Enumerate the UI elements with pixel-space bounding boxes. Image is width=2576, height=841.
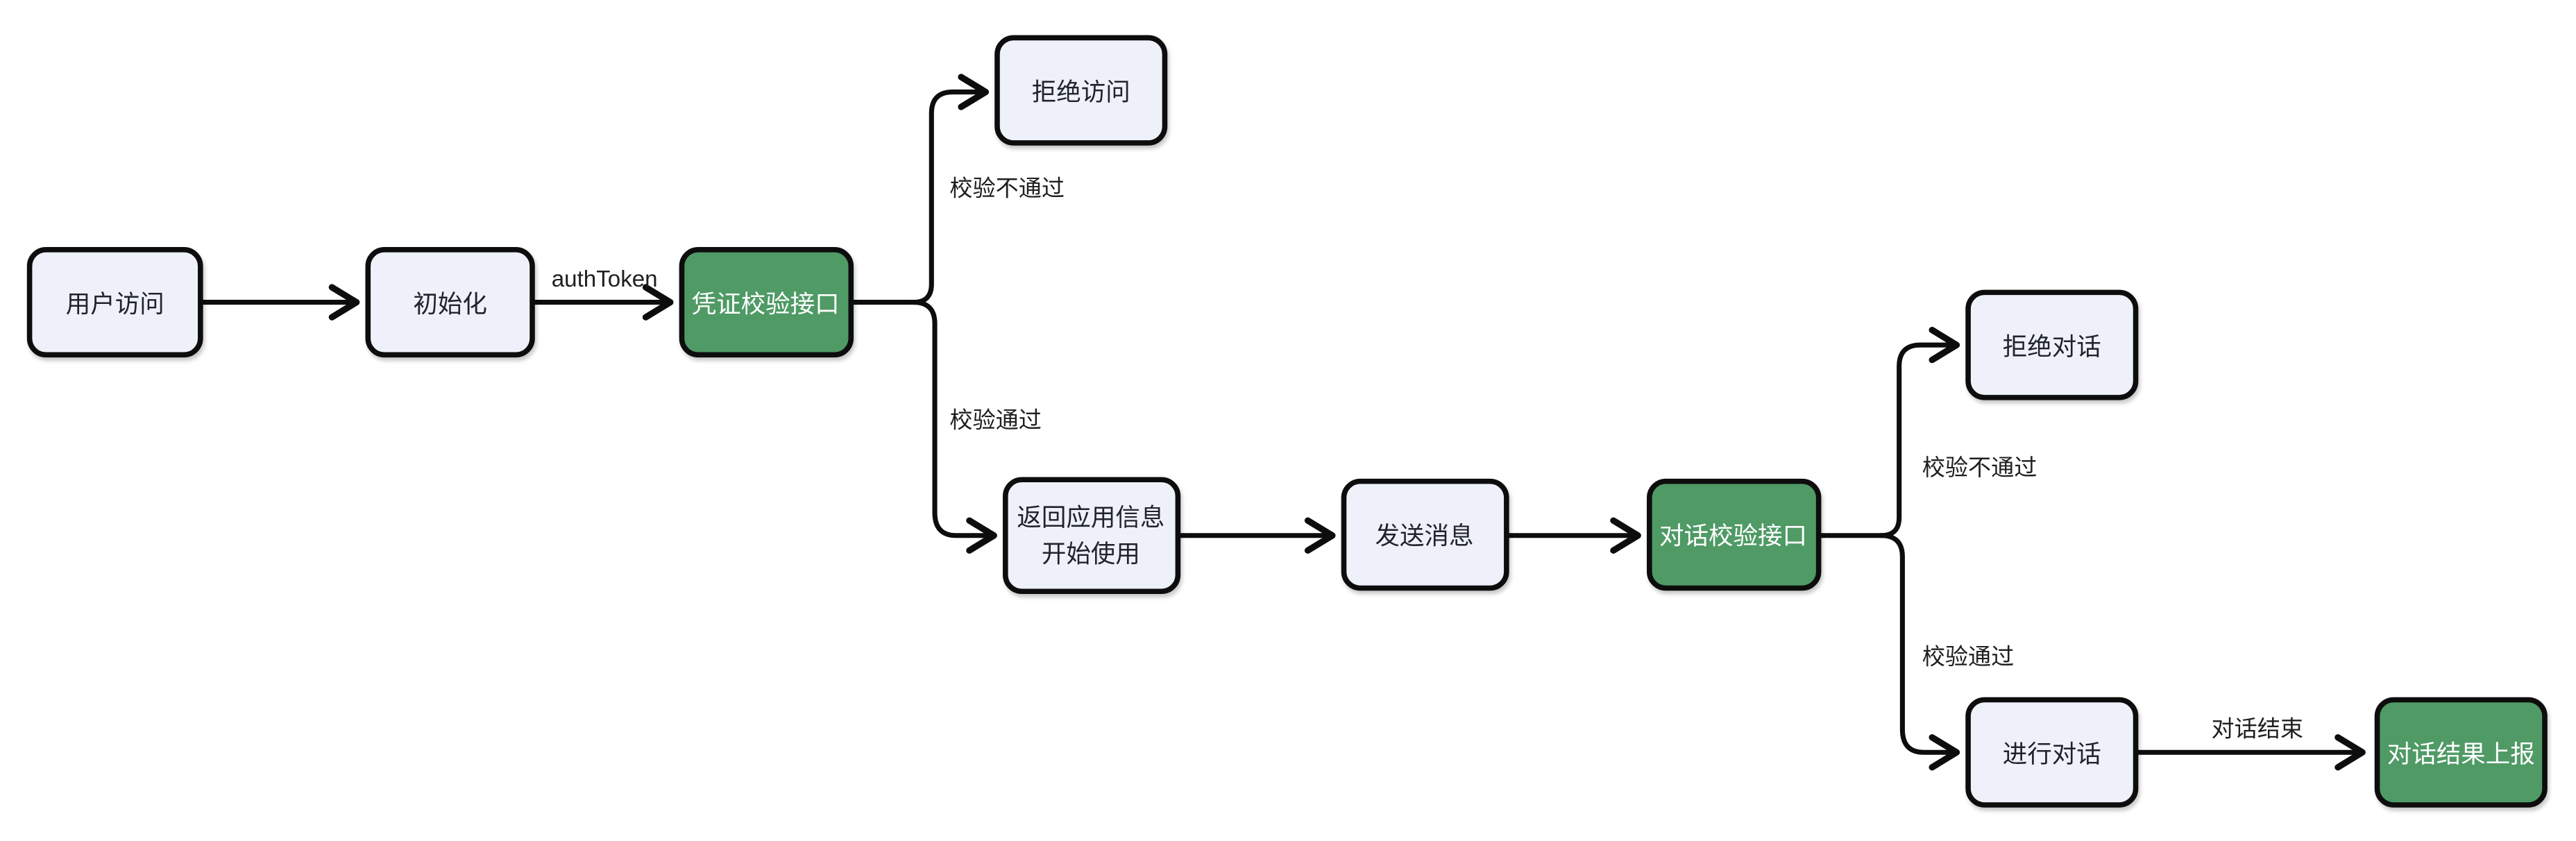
node-dialog-check-api-box: [1647, 478, 1822, 591]
node-report-dialog-result-box: [2374, 697, 2548, 808]
node-init: 初始化: [365, 247, 535, 358]
node-report-dialog-result-label: 对话结果上报: [2387, 740, 2535, 768]
node-init-label: 初始化: [413, 290, 487, 318]
node-deny-dialog: 拒绝对话: [1965, 289, 2139, 400]
node-deny-dialog-label: 拒绝对话: [2003, 333, 2101, 361]
node-user-access-box: [26, 247, 203, 358]
node-return-app-info: 返回应用信息 开始使用: [1003, 477, 1181, 595]
edge-label-credential-pass: 校验通过: [949, 408, 1042, 434]
node-send-message: 发送消息: [1341, 478, 1509, 591]
node-return-app-info-box: [1003, 477, 1181, 595]
node-send-message-label: 发送消息: [1375, 522, 1473, 550]
node-init-box: [365, 247, 535, 358]
node-user-access-label: 用户访问: [66, 290, 164, 318]
node-credential-check-api: 凭证校验接口: [679, 247, 854, 358]
node-credential-check-api-label: 凭证校验接口: [692, 290, 840, 318]
node-return-app-info-label-line2: 开始使用: [1042, 540, 1140, 568]
edge-label-dialog-fail: 校验不通过: [1922, 455, 2037, 481]
node-do-dialog-label: 进行对话: [2003, 740, 2101, 768]
node-user-access: 用户访问: [26, 247, 203, 358]
node-send-message-box: [1341, 478, 1509, 591]
node-report-dialog-result: 对话结果上报: [2374, 697, 2548, 808]
node-deny-access-label: 拒绝访问: [1032, 78, 1130, 106]
edge-label-credential-fail: 校验不通过: [949, 176, 1065, 202]
node-deny-dialog-box: [1965, 289, 2139, 400]
edge-label-authtoken: authToken: [552, 266, 658, 292]
node-do-dialog-box: [1965, 697, 2139, 808]
node-credential-check-api-box: [679, 247, 854, 358]
edge-dialog-pass-to-do-dialog: [1879, 533, 1960, 771]
node-do-dialog: 进行对话: [1965, 697, 2139, 808]
node-dialog-check-api-label: 对话校验接口: [1659, 522, 1807, 550]
node-deny-access: 拒绝访问: [994, 35, 1168, 146]
edge-credential-pass-to-return-app-info: [910, 300, 997, 554]
edge-dialog-fail-to-deny-dialog: [1879, 326, 1960, 538]
node-return-app-info-label-line1: 返回应用信息: [1017, 504, 1164, 532]
edge-label-dialog-end: 对话结束: [2211, 717, 2303, 742]
node-dialog-check-api: 对话校验接口: [1647, 478, 1822, 591]
edge-label-dialog-pass: 校验通过: [1922, 644, 2015, 670]
node-deny-access-box: [994, 35, 1168, 146]
edge-credential-fail-to-deny-access: [910, 74, 990, 305]
